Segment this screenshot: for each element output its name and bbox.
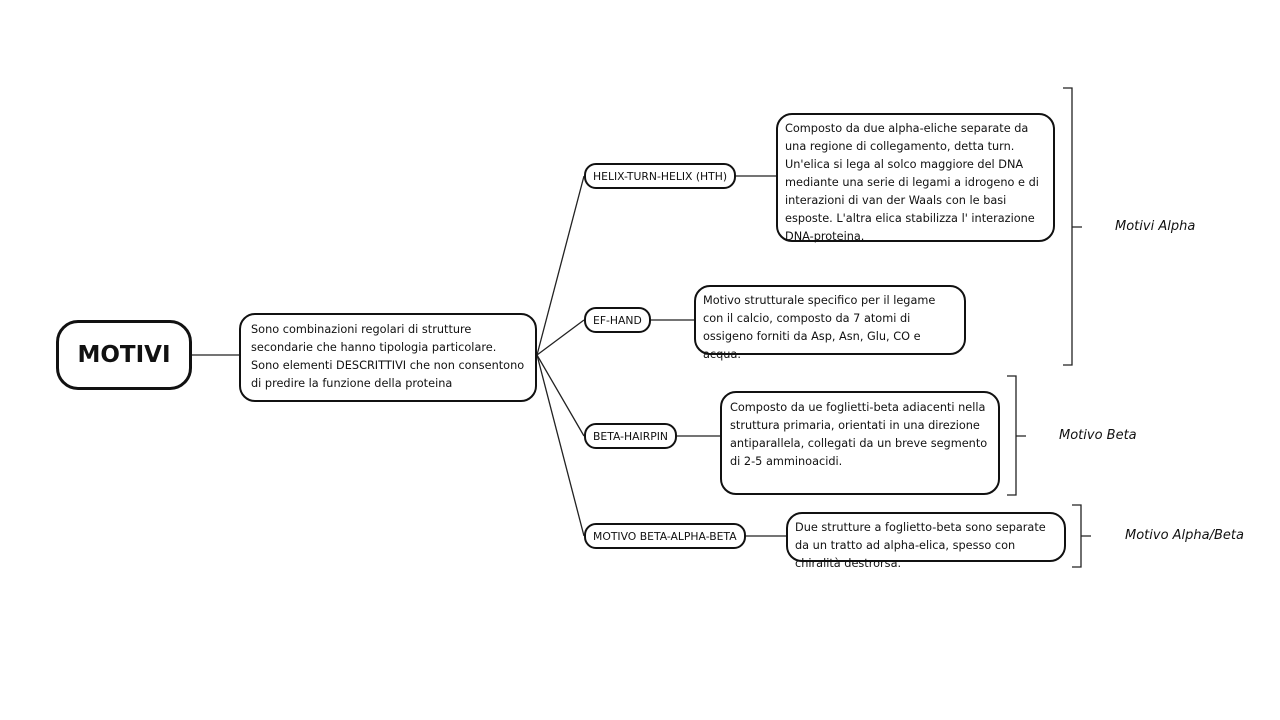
motif-desc-text-bab: Due strutture a foglietto-beta sono sepa…: [795, 521, 1046, 570]
motif-desc-hth: Composto da due alpha-eliche separate da…: [776, 113, 1055, 243]
motif-node-efhand: EF-HAND: [584, 307, 651, 333]
motif-label-bab: MOTIVO BETA-ALPHA-BETA: [593, 529, 737, 543]
motif-label-hairpin: BETA-HAIRPIN: [593, 429, 668, 443]
motif-node-hairpin: BETA-HAIRPIN: [584, 423, 677, 449]
motif-desc-efhand: Motivo strutturale specifico per il lega…: [694, 285, 966, 361]
group-label-beta: Motivo Beta: [1059, 428, 1137, 443]
root-label: MOTIVI: [77, 342, 171, 368]
motif-label-efhand: EF-HAND: [593, 313, 642, 327]
connector-intro-hth: [536, 175, 585, 356]
connector-intro-bab: [536, 354, 585, 537]
root-node: MOTIVI: [56, 320, 192, 390]
motif-desc-hairpin: Composto da ue foglietti-beta adiacenti …: [720, 391, 1000, 495]
motif-desc-text-hairpin: Composto da ue foglietti-beta adiacenti …: [730, 401, 988, 468]
intro-text: Sono combinazioni regolari di strutture …: [251, 323, 525, 390]
bracket-beta: [1007, 375, 1026, 496]
motif-desc-bab: Due strutture a foglietto-beta sono sepa…: [786, 512, 1066, 570]
bracket-alpha-beta: [1072, 504, 1091, 568]
connector-intro-hairpin: [536, 354, 585, 437]
motif-node-bab: MOTIVO BETA-ALPHA-BETA: [584, 523, 746, 549]
group-label-alpha: Motivi Alpha: [1115, 219, 1196, 234]
connector-intro-efhand: [536, 319, 585, 356]
group-label-alpha-beta: Motivo Alpha/Beta: [1125, 528, 1244, 543]
bracket-alpha: [1063, 87, 1082, 366]
motif-desc-text-efhand: Motivo strutturale specifico per il lega…: [703, 294, 936, 361]
intro-box: Sono combinazioni regolari di strutture …: [239, 313, 537, 402]
motif-label-hth: HELIX-TURN-HELIX (HTH): [593, 169, 728, 183]
motif-node-hth: HELIX-TURN-HELIX (HTH): [584, 163, 737, 189]
motif-desc-text-hth: Composto da due alpha-eliche separate da…: [785, 122, 1039, 243]
